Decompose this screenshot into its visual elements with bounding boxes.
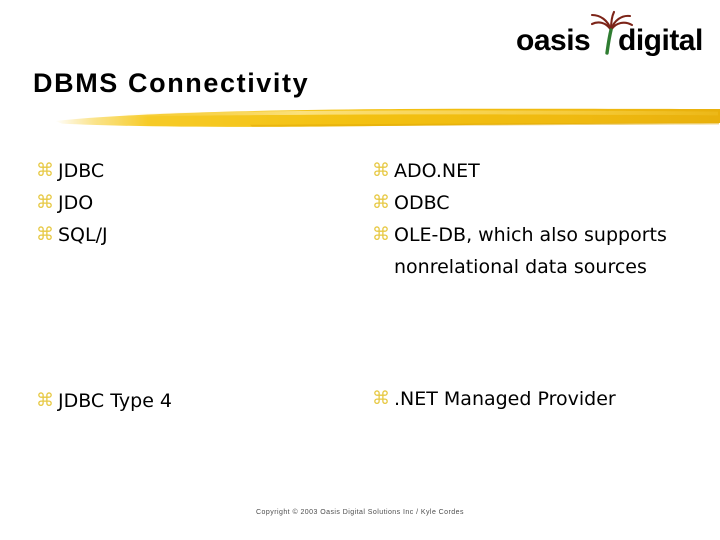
list-item-label: .NET Managed Provider [394, 388, 616, 410]
oasis-digital-logo: oasis digital [508, 8, 708, 60]
page-title: DBMS Connectivity [33, 68, 310, 98]
list-item-label: ADO.NET [394, 160, 480, 182]
list-item-label: JDO [58, 192, 94, 214]
bullet-list-left-top: ⌘ JDBC ⌘ JDO ⌘ SQL/J [36, 155, 336, 251]
bullet-list-left-bottom: ⌘ JDBC Type 4 [36, 385, 336, 417]
brush-highlight [120, 110, 718, 117]
list-item: ⌘ ADO.NET [372, 155, 692, 187]
bullet-glyph-icon: ⌘ [36, 192, 54, 213]
logo-word-digital: digital [618, 24, 703, 57]
list-item: ⌘ JDBC [36, 155, 336, 187]
list-item: ⌘ JDBC Type 4 [36, 385, 336, 417]
list-item: ⌘ .NET Managed Provider [372, 383, 692, 415]
copyright-footer: Copyright © 2003 Oasis Digital Solutions… [256, 509, 464, 516]
list-item: ⌘ JDO [36, 187, 336, 219]
bullet-glyph-icon: ⌘ [36, 160, 54, 181]
bullet-glyph-icon: ⌘ [372, 388, 390, 409]
bullet-glyph-icon: ⌘ [372, 224, 390, 245]
title-block: DBMS Connectivity [0, 66, 720, 138]
list-item: ⌘ OLE-DB, which also supports nonrelatio… [372, 219, 692, 283]
list-item-label: SQL/J [58, 224, 108, 246]
palm-tree-icon [590, 10, 634, 32]
palm-trunk [605, 28, 613, 55]
bullet-glyph-icon: ⌘ [372, 192, 390, 213]
list-item: ⌘ SQL/J [36, 219, 336, 251]
brush-shadow [250, 122, 719, 127]
list-item-label: JDBC [58, 160, 105, 182]
list-item: ⌘ ODBC [372, 187, 692, 219]
brush-base [55, 108, 720, 127]
bullet-glyph-icon: ⌘ [36, 390, 54, 411]
logo-word-oasis: oasis [516, 24, 590, 57]
list-item-label: OLE-DB, which also supports nonrelationa… [394, 224, 667, 278]
logo-svg: oasis digital [516, 10, 703, 57]
bullet-glyph-icon: ⌘ [36, 224, 54, 245]
bullet-list-right-top: ⌘ ADO.NET ⌘ ODBC ⌘ OLE-DB, which also su… [372, 155, 692, 283]
title-brush-stroke [55, 108, 720, 127]
list-item-label: JDBC Type 4 [58, 390, 173, 412]
bullet-glyph-icon: ⌘ [372, 160, 390, 181]
bullet-list-right-bottom: ⌘ .NET Managed Provider [372, 383, 692, 415]
list-item-label: ODBC [394, 192, 450, 214]
